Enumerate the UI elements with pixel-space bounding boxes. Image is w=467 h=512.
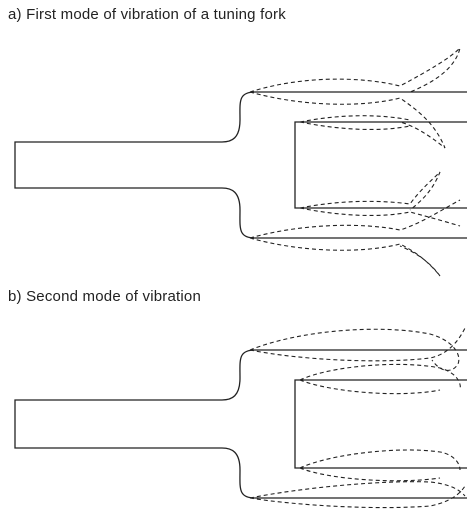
- fork-outline: [14, 91, 467, 239]
- lower-inner-deflection: [299, 449, 461, 482]
- caption-second-mode: b) Second mode of vibration: [8, 288, 202, 305]
- diagram-second-mode: [14, 327, 467, 509]
- upper-inner-deflection: [299, 115, 411, 131]
- upper-prong-deflection-inner: [249, 91, 446, 149]
- fork-outline: [14, 349, 467, 499]
- upper-prong-deflection: [249, 46, 461, 93]
- upper-prong-deflection-inner: [249, 327, 466, 362]
- lower-prong-deflection: [299, 207, 461, 227]
- caption-first-mode: a) First mode of vibration of a tuning f…: [8, 6, 286, 23]
- lower-prong-deflection-outer: [249, 199, 461, 277]
- upper-prong-deflection: [249, 328, 460, 371]
- lower-prong-deflection: [249, 481, 466, 499]
- fork-inner-slot: [294, 121, 467, 209]
- diagram-first-mode: [14, 46, 467, 277]
- lower-inner-deflection: [299, 171, 441, 211]
- lower-prong-deflection-outer: [249, 485, 466, 509]
- upper-inner-deflection: [299, 363, 461, 395]
- fork-inner-slot: [294, 379, 467, 469]
